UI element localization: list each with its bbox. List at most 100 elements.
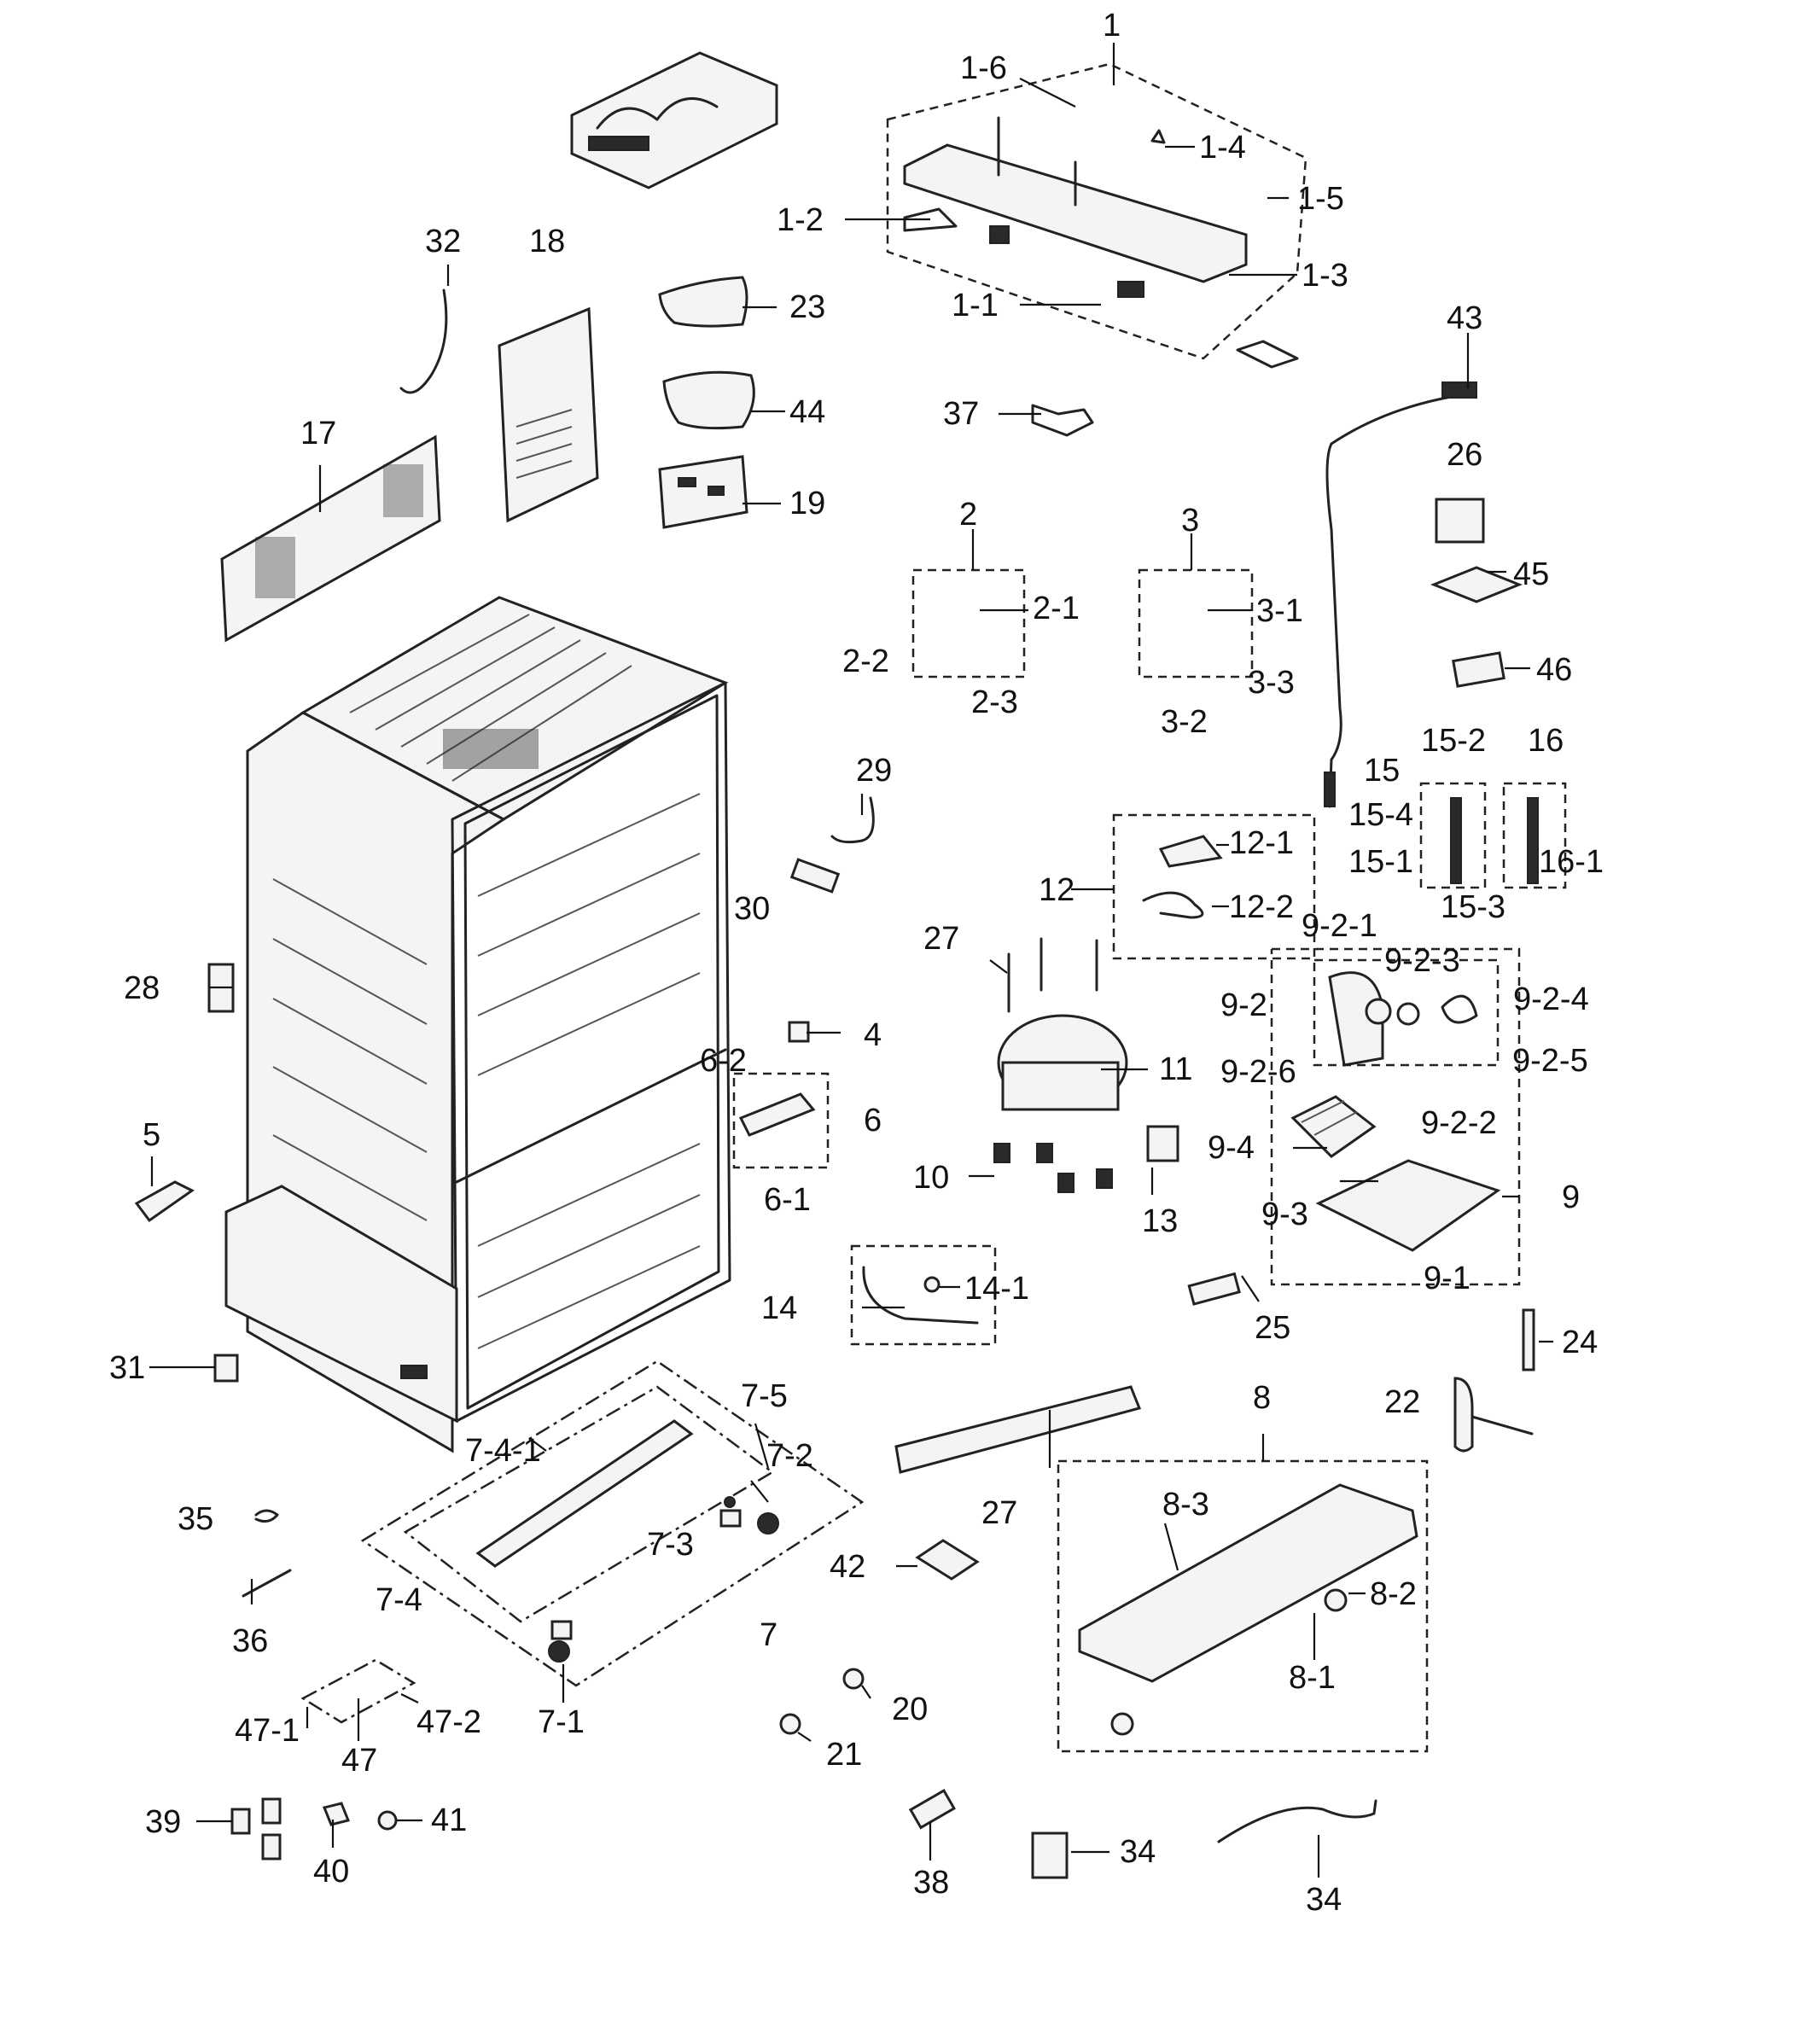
part-19-pcb xyxy=(658,455,748,529)
group-2-outline xyxy=(911,568,1026,678)
label-9-2-2: 9-2-2 xyxy=(1421,1105,1497,1141)
label-12: 12 xyxy=(1039,872,1074,908)
label-43: 43 xyxy=(1447,300,1482,336)
part-20-bushing xyxy=(842,1668,865,1690)
label-7-5: 7-5 xyxy=(741,1378,788,1414)
group-7-outline xyxy=(360,1360,865,1687)
label-20: 20 xyxy=(892,1692,928,1727)
label-37: 37 xyxy=(943,396,979,432)
part-37-clip xyxy=(1031,404,1094,437)
group-7-4-outline xyxy=(403,1385,775,1623)
group-12-outline xyxy=(1112,813,1316,960)
label-9-3: 9-3 xyxy=(1261,1197,1308,1232)
label-9-2-3: 9-2-3 xyxy=(1384,943,1460,979)
label-25: 25 xyxy=(1255,1310,1290,1346)
label-8-1: 8-1 xyxy=(1289,1660,1336,1696)
part-9-4-evaporator xyxy=(1290,1095,1377,1158)
label-8-2: 8-2 xyxy=(1370,1576,1417,1612)
label-7-3: 7-3 xyxy=(647,1527,694,1563)
part-22-stem xyxy=(1470,1415,1534,1435)
part-44-tray xyxy=(662,370,755,430)
label-13: 13 xyxy=(1142,1203,1178,1239)
part-45-bracket xyxy=(1430,566,1523,603)
label-47: 47 xyxy=(341,1743,377,1779)
part-4-cap xyxy=(788,1021,810,1043)
label-9-2: 9-2 xyxy=(1220,987,1267,1023)
label-5: 5 xyxy=(143,1117,160,1153)
label-34-board: 34 xyxy=(1120,1834,1156,1870)
label-6: 6 xyxy=(864,1103,882,1138)
label-9-2-1: 9-2-1 xyxy=(1302,908,1377,944)
part-12-2-harness xyxy=(1142,891,1204,919)
part-13-relay xyxy=(1146,1125,1179,1162)
label-16-1: 16-1 xyxy=(1539,844,1604,880)
label-7-2: 7-2 xyxy=(766,1438,813,1474)
part-11-compressor xyxy=(993,937,1128,1193)
part-18-panel xyxy=(498,306,599,523)
label-7-4: 7-4 xyxy=(376,1582,422,1618)
label-8: 8 xyxy=(1253,1380,1271,1416)
part-31-block xyxy=(213,1354,239,1383)
label-8-3: 8-3 xyxy=(1162,1487,1209,1523)
label-44: 44 xyxy=(789,394,825,430)
group-9-outline xyxy=(1270,947,1521,1286)
label-22: 22 xyxy=(1384,1384,1420,1420)
label-10: 10 xyxy=(913,1160,949,1196)
part-34-wire xyxy=(1217,1799,1377,1843)
label-7-1: 7-1 xyxy=(538,1704,585,1740)
label-47-2: 47-2 xyxy=(416,1704,481,1740)
label-47-1: 47-1 xyxy=(235,1713,300,1749)
part-6-hinge xyxy=(738,1092,816,1137)
leader-lines xyxy=(149,43,1553,1878)
label-1-5: 1-5 xyxy=(1297,181,1344,217)
label-1-1: 1-1 xyxy=(952,288,999,323)
group-9-2-outline xyxy=(1313,958,1500,1067)
label-35: 35 xyxy=(178,1501,213,1537)
label-3-1: 3-1 xyxy=(1256,593,1303,629)
part-8-cover xyxy=(1078,1483,1418,1736)
fan-duct-housing xyxy=(570,51,778,189)
part-23-tray xyxy=(658,276,748,328)
label-46: 46 xyxy=(1536,652,1572,688)
part-17-rear-panel xyxy=(220,434,441,643)
group-14-outline xyxy=(850,1244,997,1346)
label-9-2-5: 9-2-5 xyxy=(1512,1043,1588,1079)
part-5-hinge xyxy=(134,1180,195,1223)
label-15-3: 15-3 xyxy=(1441,889,1505,925)
part-12-1-cover xyxy=(1158,835,1223,868)
label-31: 31 xyxy=(109,1350,145,1386)
label-14: 14 xyxy=(761,1290,797,1326)
label-1-2: 1-2 xyxy=(777,202,824,238)
label-9-1: 9-1 xyxy=(1424,1261,1470,1296)
part-25-heater xyxy=(1187,1272,1241,1306)
part-35-clip xyxy=(254,1509,279,1523)
label-27-bottom: 27 xyxy=(981,1495,1017,1531)
label-9-2-6: 9-2-6 xyxy=(1220,1054,1296,1090)
label-1: 1 xyxy=(1103,8,1121,44)
label-1-6: 1-6 xyxy=(960,50,1007,86)
label-3-3: 3-3 xyxy=(1248,665,1295,701)
label-19: 19 xyxy=(789,486,825,521)
part-34-pcb xyxy=(1031,1831,1069,1879)
part-21-bushing xyxy=(779,1713,801,1735)
label-3-2: 3-2 xyxy=(1161,704,1208,740)
label-17: 17 xyxy=(300,416,336,451)
label-14-1: 14-1 xyxy=(964,1271,1029,1307)
label-29: 29 xyxy=(856,753,892,789)
part-38-connector xyxy=(908,1789,956,1830)
part-40-clip xyxy=(322,1802,351,1826)
part-9-1-tray xyxy=(1315,1159,1501,1252)
label-15-4: 15-4 xyxy=(1348,797,1413,833)
label-12-1: 12-1 xyxy=(1229,825,1294,861)
label-24: 24 xyxy=(1562,1325,1598,1360)
label-27-top: 27 xyxy=(923,921,959,957)
label-6-1: 6-1 xyxy=(764,1182,811,1218)
label-6-2: 6-2 xyxy=(700,1043,747,1079)
group-8-outline xyxy=(1057,1459,1429,1753)
label-42: 42 xyxy=(830,1549,865,1585)
label-15: 15 xyxy=(1364,753,1400,789)
label-40: 40 xyxy=(313,1854,349,1890)
part-15-assembly xyxy=(1450,797,1462,884)
label-4: 4 xyxy=(864,1017,882,1053)
